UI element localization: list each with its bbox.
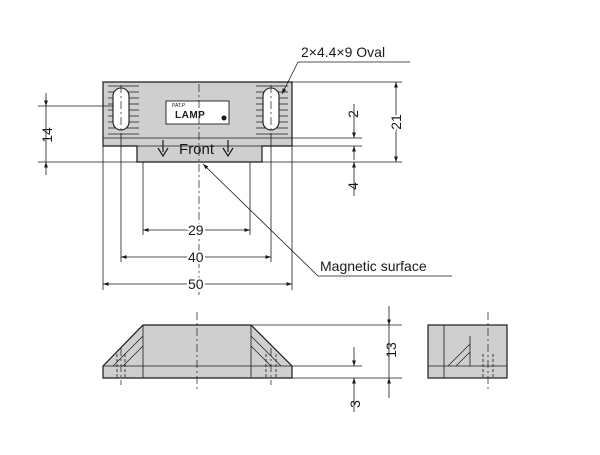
dim-29: 29 (188, 222, 204, 238)
front-view: 13 3 (102, 306, 402, 412)
oval-hole-callout: 2×4.4×9 Oval (301, 44, 385, 60)
top-view: PAT.P LAMP Front 29 40 (38, 44, 452, 295)
front-indicator: Front (157, 140, 234, 158)
logo-mark: PAT.P (172, 103, 186, 109)
dim-3: 3 (347, 400, 363, 408)
dim-50: 50 (188, 276, 204, 292)
logo-brand: LAMP (175, 110, 205, 121)
dim-2: 2 (345, 110, 361, 118)
dim-13: 13 (383, 342, 399, 358)
front-view-body (102, 324, 293, 379)
brand-logo: PAT.P LAMP (165, 100, 230, 125)
end-view-body (427, 324, 508, 379)
dim-14: 14 (39, 127, 55, 143)
magnetic-surface-callout: Magnetic surface (320, 258, 427, 274)
dim-40: 40 (188, 249, 204, 265)
front-label: Front (179, 141, 215, 158)
dim-21: 21 (388, 114, 404, 130)
dim-4: 4 (345, 182, 361, 190)
end-view (427, 312, 508, 390)
